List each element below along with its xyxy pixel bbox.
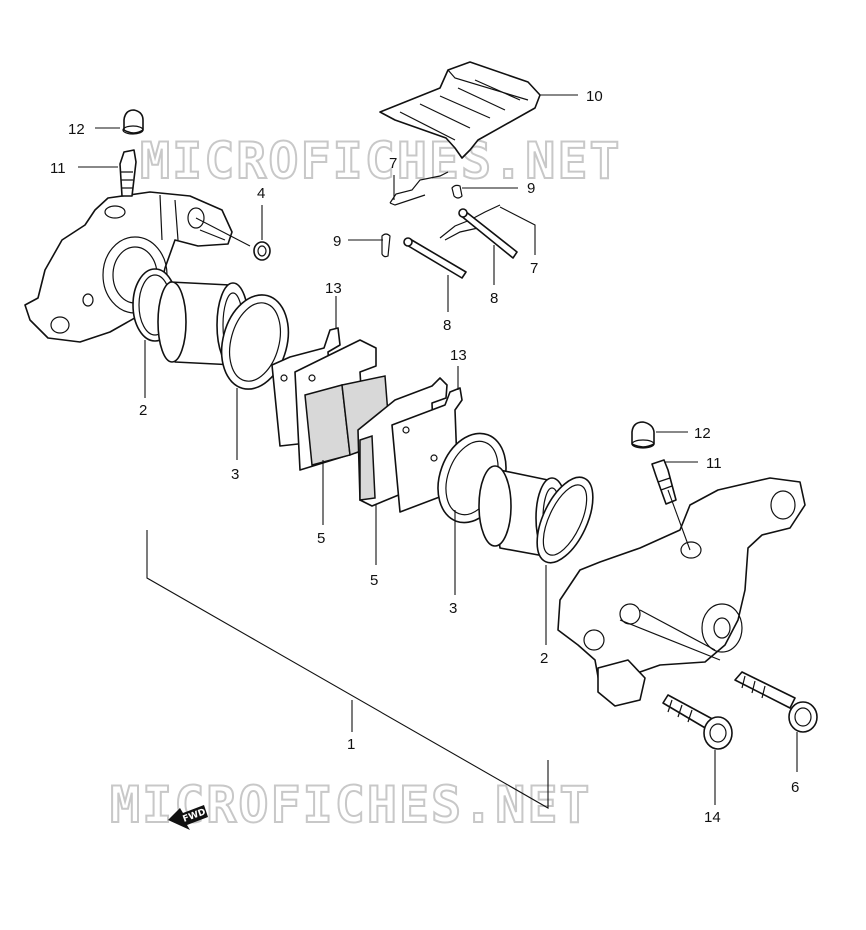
- callout-11-left: 11: [50, 160, 66, 177]
- leader-lines: [78, 94, 798, 805]
- callout-13-left: 13: [325, 280, 342, 297]
- bleeder-valve-left: [119, 149, 137, 197]
- watermark-top: MICROFICHES.NET: [140, 132, 622, 190]
- mounting-bolt-long: [734, 671, 818, 733]
- watermark-bottom: MICROFICHES.NET: [110, 776, 592, 834]
- callout-9-lower: 9: [333, 233, 341, 250]
- callout-12-right: 12: [694, 425, 711, 442]
- washer: [253, 241, 271, 261]
- callout-5-right: 5: [370, 572, 378, 589]
- clip-upper: [451, 184, 463, 199]
- callout-labels: 10 12 11 4 7 9 7 9 8 8 13 13 2 3 5 5 3 2…: [50, 88, 799, 826]
- caliper-body-right: [557, 477, 806, 707]
- piston-seal-right: [536, 476, 594, 564]
- callout-8-right: 8: [490, 290, 498, 307]
- pad-spring-cover: [379, 61, 541, 159]
- mounting-bolt-short: [662, 694, 733, 750]
- callout-5-left: 5: [317, 530, 325, 547]
- callout-8-left: 8: [443, 317, 451, 334]
- callout-6: 6: [791, 779, 799, 796]
- callout-9-upper: 9: [527, 180, 535, 197]
- callout-11-right: 11: [706, 455, 722, 472]
- callout-7-lower: 7: [530, 260, 538, 277]
- pad-pin-right: [458, 208, 518, 259]
- callout-14: 14: [704, 809, 721, 826]
- assembly-bracket: [146, 530, 549, 809]
- pad-pin-left: [403, 237, 467, 279]
- bleeder-valve-right: [651, 459, 677, 505]
- callout-12-left: 12: [68, 121, 85, 138]
- bleeder-cap-right: [631, 421, 655, 449]
- clip-lower: [381, 233, 391, 258]
- pad-spring-upper: [389, 171, 449, 206]
- callout-1: 1: [347, 736, 355, 753]
- callout-13-right: 13: [450, 347, 467, 364]
- callout-3-right: 3: [449, 600, 457, 617]
- brake-pad-left: [294, 339, 391, 471]
- callout-10: 10: [586, 88, 603, 105]
- bleeder-cap-left: [122, 109, 144, 135]
- callout-4: 4: [257, 185, 265, 202]
- callout-3-left: 3: [231, 466, 239, 483]
- callout-2-left: 2: [139, 402, 147, 419]
- callout-2-right: 2: [540, 650, 548, 667]
- callout-7-upper: 7: [389, 155, 397, 172]
